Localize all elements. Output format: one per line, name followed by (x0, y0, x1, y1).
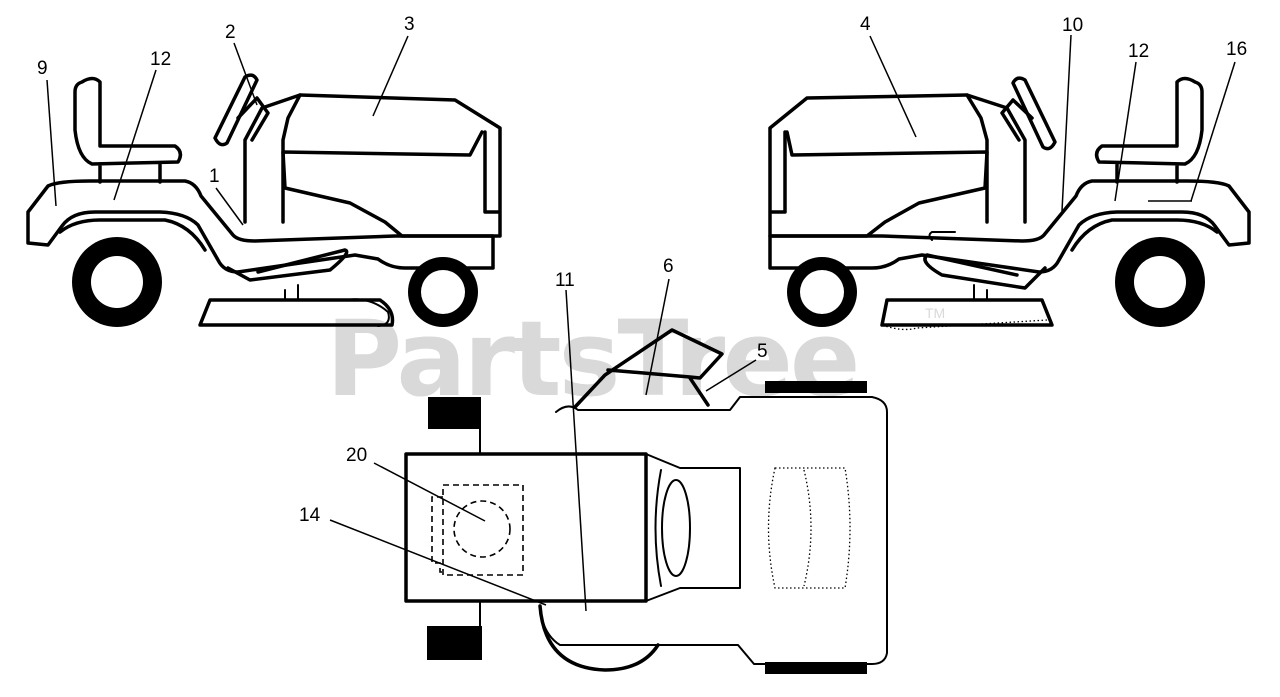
leader-3 (372, 35, 409, 117)
leader-12b (1114, 61, 1137, 202)
top-view-front-tire-top (765, 381, 867, 393)
left-tractor-chute (344, 298, 390, 327)
top-view-dash (645, 453, 741, 602)
left-tractor-seat (73, 76, 183, 184)
right-tractor-lever (928, 231, 956, 241)
top-view-footrest (538, 604, 660, 672)
right-tractor-deck-hanger (973, 284, 988, 301)
top-view-seat-outline (442, 484, 524, 576)
leader-lines (46, 34, 1236, 612)
leader-10 (1061, 34, 1072, 212)
watermark-text: PartsTree (326, 298, 857, 420)
top-view-front-wheel-ghost (767, 467, 851, 589)
callout-5: 5 (757, 341, 768, 362)
right-tractor-footrest (923, 253, 1047, 290)
callout-12a: 12 (150, 49, 171, 70)
leader-2 (233, 42, 258, 106)
right-tractor-steering-wheel (1011, 76, 1057, 151)
left-tractor-footrest (226, 248, 349, 282)
left-tractor-steering-column (236, 96, 270, 142)
right-tractor-seat (1094, 76, 1204, 184)
leader-9 (46, 79, 57, 207)
leader-16 (1190, 61, 1236, 202)
callout-20: 20 (346, 445, 367, 466)
right-tractor-side-view (768, 76, 1251, 331)
top-view-grille-ghost (803, 469, 812, 587)
callout-1: 1 (209, 166, 220, 187)
callout-labels: 1 2 3 4 5 6 9 10 11 12 12 14 16 20 (37, 14, 1247, 526)
left-tractor-rear-fender (26, 179, 495, 274)
right-tractor-dash (965, 93, 1027, 224)
left-tractor-hood (281, 93, 502, 238)
left-tractor-side-view (26, 73, 502, 327)
watermark-trademark: TM (925, 305, 945, 321)
callout-4: 4 (860, 14, 871, 35)
right-tractor-chute (881, 319, 1048, 331)
top-view-steering-wheel (661, 479, 691, 577)
callout-14: 14 (299, 505, 321, 526)
top-view-rear-tire-bottom (427, 626, 482, 660)
leader-4 (869, 35, 917, 138)
right-tractor-mower-deck (880, 298, 1054, 327)
callout-2: 2 (225, 22, 236, 43)
top-view-rear-tire-top (428, 397, 481, 429)
callout-3: 3 (404, 14, 415, 35)
top-view-lever-handle (688, 376, 710, 407)
leader-20 (373, 462, 486, 522)
left-tractor-deck-hanger (284, 284, 299, 301)
callout-12b: 12 (1128, 41, 1149, 62)
top-view-steering-outline (654, 469, 662, 587)
right-tractor-rear-fender (768, 179, 1251, 274)
callout-11: 11 (555, 270, 575, 291)
leader-14 (329, 519, 547, 606)
leader-6 (645, 278, 670, 396)
callout-10: 10 (1062, 15, 1083, 36)
leader-12a (113, 69, 157, 201)
left-tractor-mower-deck (198, 298, 395, 327)
callout-6: 6 (663, 256, 674, 277)
right-tractor-fender-arch (1070, 218, 1219, 252)
leader-11 (565, 289, 587, 612)
top-view-rear-fender (404, 452, 648, 603)
left-tractor-grille (483, 130, 500, 214)
left-tractor-dash (243, 93, 302, 224)
top-view-hood (539, 396, 888, 665)
tractor-top-view (404, 328, 888, 674)
leader-1 (215, 187, 244, 226)
right-tractor-hood (768, 93, 989, 238)
left-tractor-fender-arch (58, 218, 207, 252)
top-view-fender-inner (431, 496, 443, 573)
callout-16: 16 (1226, 39, 1247, 60)
left-tractor-steering-wheel (213, 73, 259, 147)
right-tractor-grille (770, 130, 787, 214)
callout-9: 9 (37, 58, 48, 79)
leader-5 (705, 359, 757, 392)
top-view-fuel-cap (453, 500, 511, 558)
